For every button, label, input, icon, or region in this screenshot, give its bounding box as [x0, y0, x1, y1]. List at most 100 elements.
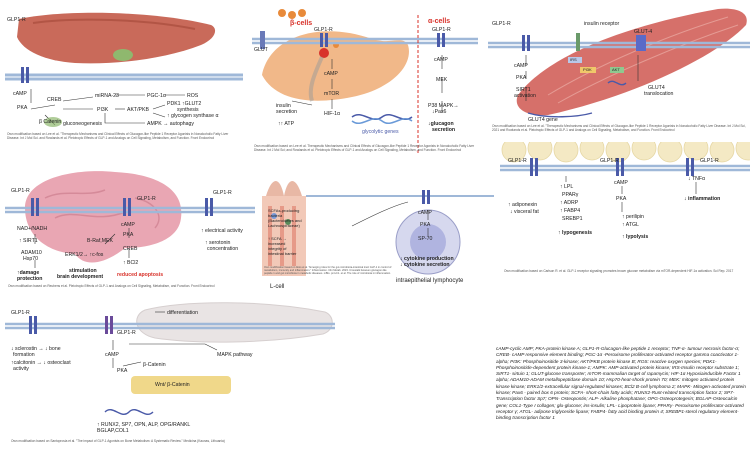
mapk-label: MAPK pathway [217, 352, 253, 358]
fat-caption: Own modification based on Carlson R. et … [504, 269, 734, 273]
hsp-label: Hsp70 [23, 256, 38, 262]
mtor-label: mTOR [324, 91, 340, 97]
bone-panel: GLP1-R GLP1-R differentiation ↓ sclerost… [5, 300, 335, 450]
glut4-label: GLUT-4 [634, 29, 653, 35]
creb-label: CREB [123, 246, 138, 252]
perilipin-label: ↑ perilipin [622, 214, 644, 220]
wnt-label: Wnt/ β-Catenin [155, 382, 190, 388]
fat-panel: GLP1-R GLP1-R GLP1-R ↑ adiponexin ↓ visc… [500, 142, 750, 284]
tnf-label: ↓ TNFα [688, 176, 706, 182]
lymphocyte-label: intraepithelial lymphocyte [396, 278, 464, 284]
serotonin-label: ↑ serotonin [205, 240, 231, 246]
glut4-gene-label: GLUT4 gene [528, 117, 558, 123]
receptor-label-1: GLP1-R [11, 310, 30, 316]
bglap-label: BGLAP,COL1 [97, 428, 129, 434]
pka-label: PKA [420, 222, 431, 228]
visceral-fat-label: ↓ visceral fat [510, 209, 539, 215]
differentiation-label: differentiation [167, 310, 199, 316]
insulin-label: insulin [276, 103, 291, 109]
concentration-label: concentration [207, 246, 239, 252]
scfa-label-6: increased [268, 241, 286, 246]
pka-label: PKA [516, 75, 527, 81]
insulin-receptor-label: insulin receptor [584, 21, 620, 27]
scfa-label-2: bacteria [268, 213, 283, 218]
scfa-label-1: SCFAs-producing [268, 208, 300, 213]
scfa-label-8: intestinal barrier [268, 251, 297, 256]
receptor-label-2: GLP1-R [117, 330, 136, 336]
abbreviation-legend: cAMP-cyclic AMP; PKA-protein kinase A; G… [496, 346, 746, 421]
receptor-label-1: GLP1-R [508, 158, 527, 164]
muscle-illustration [488, 8, 750, 118]
lypolysis-label: ↑ lypolysis [622, 234, 649, 240]
fabp-label: ↑ FABP4 [560, 208, 581, 214]
adam-label: ADAM10 [21, 250, 42, 256]
pka-label: PKA [123, 232, 134, 238]
liver-caption: Own modification based on Lee et al. "Th… [7, 132, 229, 140]
mirna-label: miRNA-23 [95, 93, 119, 99]
bone-illustration [5, 302, 335, 415]
liver-illustration [5, 12, 243, 127]
receptor-label-beta: GLP1-R [314, 27, 333, 33]
gut-caption: Own modification based on Alois et al. "… [264, 266, 392, 276]
akt-label: AKT/PKB [127, 107, 149, 113]
srebp-label: SREBP1 [562, 216, 583, 222]
camp-label-alpha: cAMP [434, 57, 448, 63]
pgc-label: PGC-1α [147, 93, 166, 99]
lypogenesis-label: ↑ lypogenesis [558, 230, 593, 236]
pancreas-caption: Own modification based on Lee et al. The… [254, 144, 475, 152]
muscle-caption: Own modification based on Lee et al. "Th… [492, 124, 746, 132]
muscle-panel: GLP1-R insulin receptor cAMP PKA SIRT1 a… [488, 5, 750, 137]
glycolytic-genes-label: glycolytic genes [362, 129, 399, 135]
bcl-label: ↑ BCl2 [123, 260, 139, 266]
ros-label: ROS [187, 93, 199, 99]
akt-label: AKT [612, 67, 620, 72]
inflammation-label: ↓ inflammation [684, 196, 721, 202]
scfa-label-3: (Bacteroidetes and [268, 218, 302, 223]
protection-label: protection [17, 276, 43, 282]
liver-panel: GLP1-R cAMP PKA CREB β Catenin miRNA-23 … [5, 5, 243, 145]
mek-label: MEK [436, 77, 448, 83]
scfa-label-5: ↑ SCFA → [268, 236, 287, 241]
pka-label: PKA [616, 196, 627, 202]
receptor-label-3: GLP1-R [213, 190, 232, 196]
receptor-label-alpha: GLP1-R [432, 27, 451, 33]
gut-panel: SCFAs-producing bacteria (Bacteroidetes … [262, 166, 494, 298]
alpha-cells-title: α-cells [428, 18, 451, 25]
atp-label: ↑↑ ATP [278, 121, 295, 127]
atgl-label: ↑ ATGL [622, 222, 639, 228]
p38-label: P38 MAPK→ [428, 103, 459, 109]
adiponexin-label: ↑ adiponexin [508, 202, 538, 208]
cytokine-production-label: ↓ cytokine production [400, 256, 454, 262]
beta-catenin-label: β Catenin [39, 119, 62, 125]
pi3k-label: PI3K [97, 107, 109, 113]
pka-label: PKA [117, 368, 128, 374]
calcitonin-label: ↑calcitonin → ↓ osteoclast [11, 360, 71, 366]
camp-label: cAMP [614, 180, 628, 186]
brain-development-label: brain development [57, 274, 104, 280]
camp-label: cAMP [105, 352, 119, 358]
creb-label: CREB [47, 97, 62, 103]
pax6-label: ↓Pax6 [432, 109, 447, 115]
pdk1-label: PDK1 ↑GLUT2 [167, 101, 202, 107]
receptor-label-3: GLP1-R [700, 158, 719, 164]
brain-illustration [5, 171, 255, 268]
runx-label: ↑ RUNX2, SP7, OPN, ALP, OPG/RANKL [97, 422, 191, 428]
electrical-activity-label: ↑ electrical activity [201, 228, 243, 234]
camp-label: cAMP [121, 222, 135, 228]
l-cell-label: L-cell [270, 284, 285, 290]
reduced-apoptosis-label: reduced apoptosis [117, 272, 164, 278]
ppar-label: PPARγ [562, 192, 579, 198]
gut-illustration [262, 181, 494, 276]
receptor-label: GLP1-R [492, 21, 511, 27]
erk-label: ERK1/2→ ↑c-fos [65, 252, 104, 258]
camp-label: cAMP [13, 91, 27, 97]
scfa-label-4: Lachnospiraceae) [268, 223, 300, 228]
receptor-label-2: GLP1-R [600, 158, 619, 164]
irs-label: IRS [570, 57, 577, 62]
scfa-label-7: integrity of [268, 246, 287, 251]
camp-label-beta: cAMP [324, 71, 338, 77]
receptor-label-1: GLP1-R [11, 188, 30, 194]
lpl-label: ↑ LPL [560, 184, 574, 190]
bone-formation-label: formation [13, 352, 35, 358]
receptor-label: GLP1-R [7, 17, 26, 23]
